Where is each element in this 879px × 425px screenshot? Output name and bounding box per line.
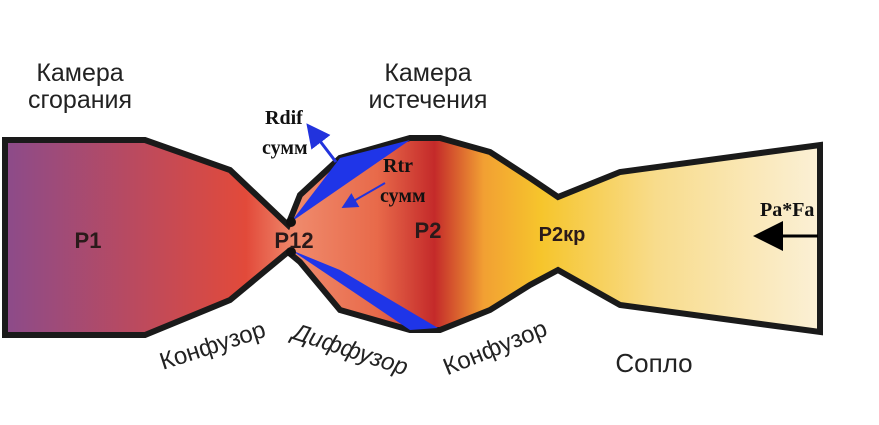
pafa-label: Pa*Fa bbox=[760, 199, 814, 221]
title-left-line1: Камера bbox=[36, 59, 123, 87]
pressure-p12: P12 bbox=[274, 228, 313, 253]
diffuser-upper-wedge bbox=[291, 140, 410, 222]
pressure-p1: P1 bbox=[75, 228, 102, 253]
diffuser-lower-wedge bbox=[291, 250, 438, 330]
pressure-p2kr: P2кр bbox=[539, 224, 586, 246]
title-mid-line2: истечения bbox=[369, 86, 488, 114]
title-left-line2: сгорания bbox=[28, 86, 132, 114]
title-mid-line1: Камера bbox=[384, 59, 471, 87]
throat-lower-point bbox=[286, 247, 296, 257]
section-soplo: Сопло bbox=[615, 348, 692, 378]
throat-upper-point bbox=[286, 217, 296, 227]
rtr-arrow bbox=[341, 182, 386, 208]
pressure-p2: P2 bbox=[415, 218, 442, 243]
rdif-arrow bbox=[306, 123, 338, 163]
rdif-label-line2: сумм bbox=[262, 137, 308, 159]
rtr-label-line2: сумм bbox=[380, 185, 426, 207]
rdif-label-line1: Rdif bbox=[265, 107, 303, 129]
rtr-label-line1: Rtr bbox=[383, 155, 413, 177]
